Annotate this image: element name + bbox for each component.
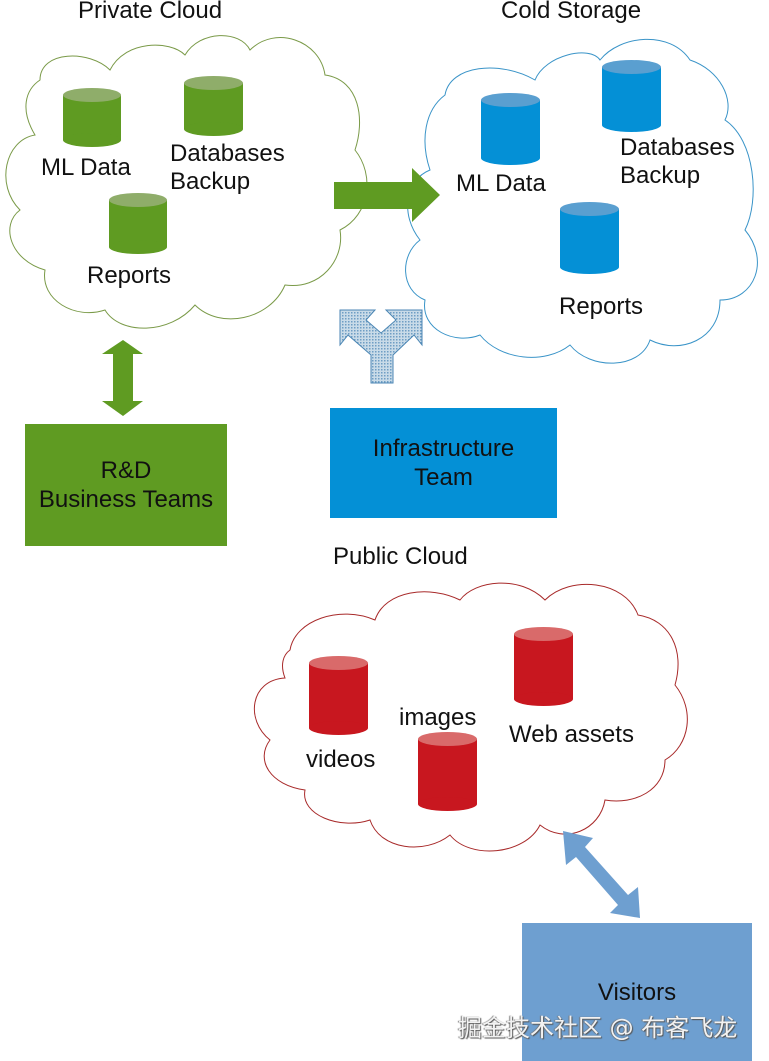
public-db-videos	[309, 656, 368, 735]
double-arrow-vertical-icon	[102, 340, 143, 416]
private-db-reports	[109, 193, 167, 254]
cold-storage-title: Cold Storage	[501, 0, 642, 24]
public-cloud-title: Public Cloud	[333, 543, 468, 570]
public-cloud-shape	[254, 582, 688, 852]
watermark: 掘金技术社区 @ 布客飞龙	[458, 1014, 738, 1042]
cold-label-ml-data: ML Data	[456, 170, 546, 197]
cold-label-databases: Databases	[620, 134, 735, 161]
infrastructure-team-box: Infrastructure Team	[330, 408, 557, 518]
public-label-images: images	[399, 704, 477, 731]
visitors-label: Visitors	[597, 979, 677, 1006]
private-label-reports: Reports	[87, 262, 172, 289]
cold-label-backup: Backup	[620, 162, 701, 189]
public-db-web-assets	[514, 627, 573, 706]
cold-db-reports	[560, 202, 619, 274]
rd-label-line1: R&D	[100, 457, 152, 484]
infra-label-line2: Team	[414, 464, 473, 491]
public-db-images	[418, 732, 477, 811]
double-arrow-diagonal-icon	[563, 831, 640, 918]
private-label-backup: Backup	[170, 168, 251, 195]
visitors-box: Visitors	[522, 923, 752, 1061]
private-label-databases: Databases	[170, 140, 285, 167]
public-label-web-assets: Web assets	[509, 721, 634, 748]
arrow-right-icon	[334, 168, 440, 222]
private-label-ml-data: ML Data	[41, 154, 131, 181]
rd-business-teams-box: R&D Business Teams	[25, 424, 227, 546]
private-db-databases-backup	[184, 76, 243, 136]
cold-db-ml-data	[481, 93, 540, 165]
rd-label-line2: Business Teams	[38, 486, 214, 513]
private-cloud-title: Private Cloud	[78, 0, 223, 24]
private-db-ml-data	[63, 88, 121, 147]
cold-label-reports: Reports	[559, 293, 644, 320]
cold-db-databases-backup	[602, 60, 661, 132]
split-arrow-icon	[339, 309, 423, 384]
public-label-videos: videos	[306, 746, 376, 773]
infra-label-line1: Infrastructure	[372, 435, 515, 462]
